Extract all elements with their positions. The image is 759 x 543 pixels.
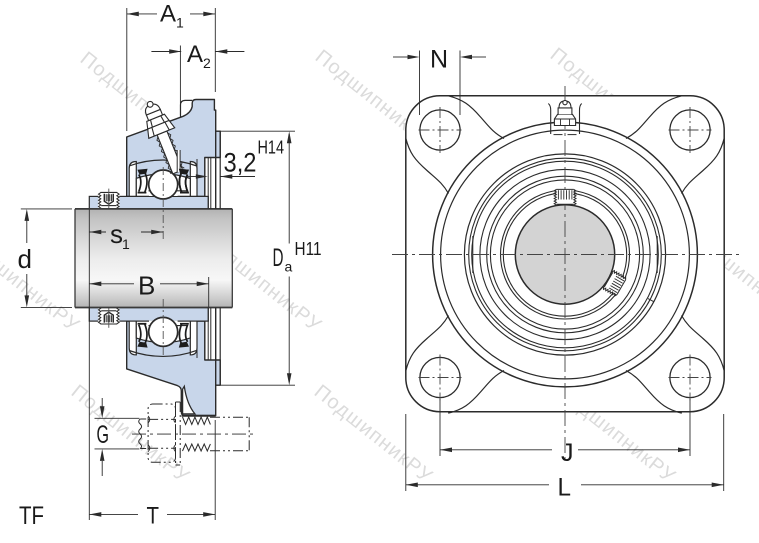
svg-text:1: 1 bbox=[122, 236, 130, 252]
svg-text:H11: H11 bbox=[295, 238, 322, 259]
svg-text:s: s bbox=[110, 219, 123, 249]
svg-text:TF: TF bbox=[19, 502, 44, 530]
svg-text:A: A bbox=[187, 41, 203, 68]
svg-text:J: J bbox=[561, 439, 574, 467]
svg-text:G: G bbox=[97, 421, 110, 449]
svg-text:H14: H14 bbox=[258, 137, 285, 158]
svg-text:A: A bbox=[160, 1, 176, 28]
svg-text:B: B bbox=[138, 271, 155, 301]
svg-text:D: D bbox=[273, 244, 284, 272]
svg-text:d: d bbox=[18, 244, 32, 274]
svg-text:N: N bbox=[430, 46, 448, 74]
svg-text:3,2: 3,2 bbox=[224, 148, 257, 178]
svg-text:a: a bbox=[285, 259, 293, 275]
svg-text:L: L bbox=[558, 474, 572, 502]
svg-text:T: T bbox=[147, 503, 160, 530]
svg-text:2: 2 bbox=[203, 55, 211, 71]
svg-text:1: 1 bbox=[176, 15, 184, 31]
